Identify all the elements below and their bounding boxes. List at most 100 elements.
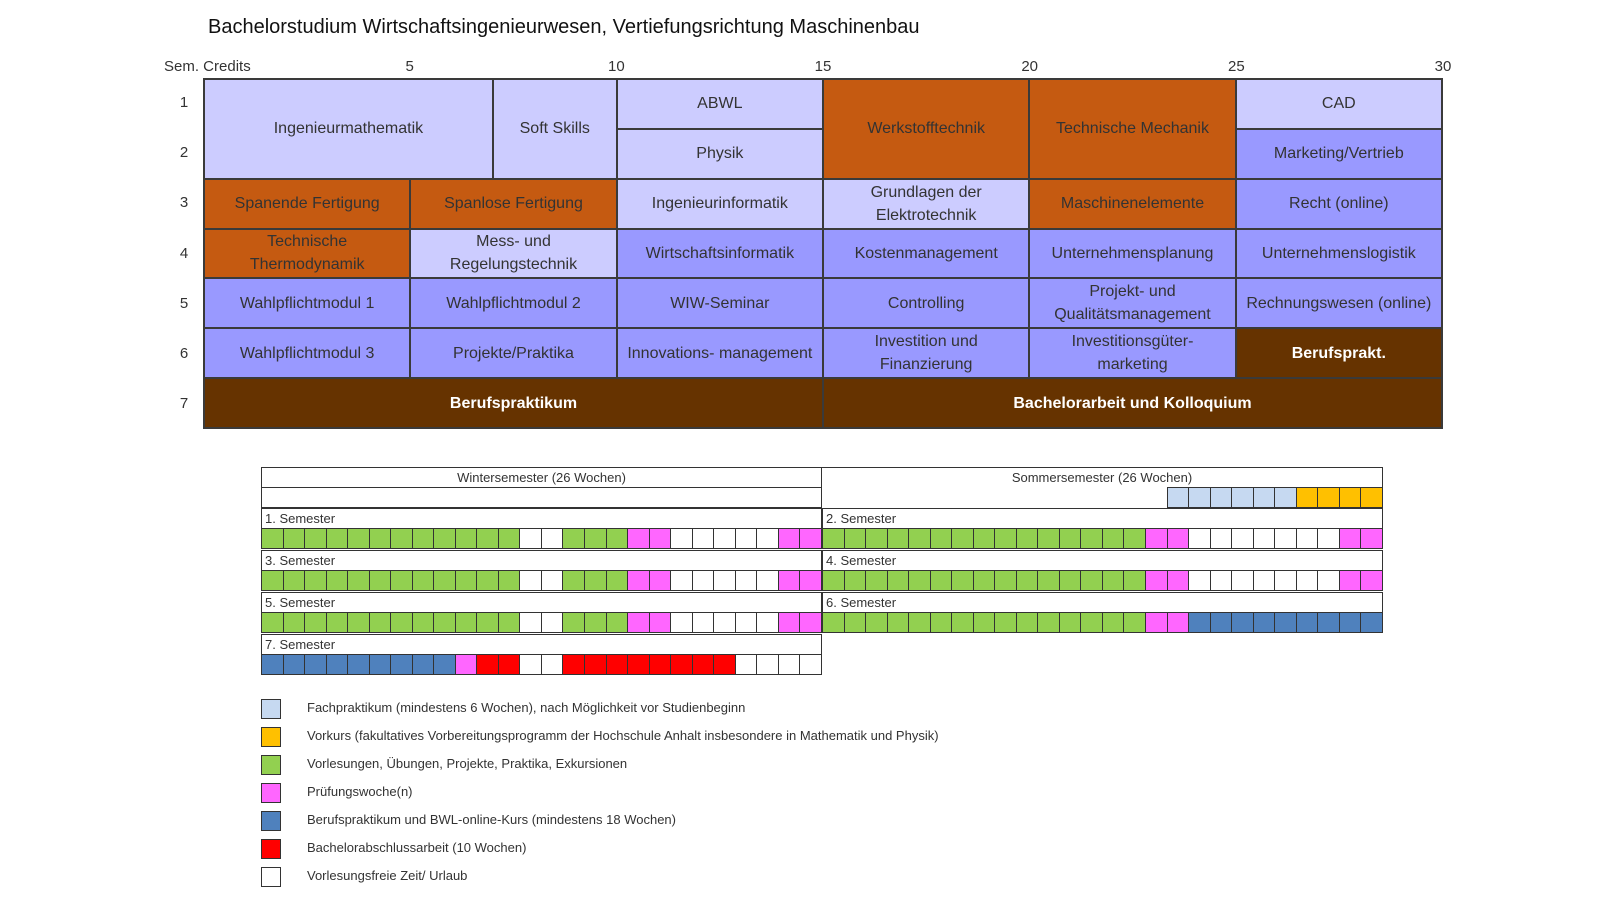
week-cell — [304, 654, 327, 675]
semester-row-label: 1 — [179, 94, 189, 112]
week-cell — [1252, 528, 1276, 549]
week-cell — [865, 570, 888, 591]
week-cell — [908, 612, 931, 633]
week-cell — [476, 528, 499, 549]
legend-swatch — [261, 811, 281, 831]
week-cell — [1274, 487, 1297, 508]
semester-weeks — [261, 612, 822, 633]
legend-text: Vorlesungen, Übungen, Projekte, Praktika… — [307, 756, 628, 771]
week-cell — [1317, 612, 1340, 633]
week-cell — [734, 654, 758, 675]
module-cell: Investitionsgüter- marketing — [1029, 328, 1236, 379]
week-cell — [347, 528, 370, 549]
semester-weeks — [261, 654, 822, 675]
module-cell: Mess- und Regelungstechnik — [410, 228, 617, 279]
week-cell — [843, 570, 867, 591]
semester-row-label: 6 — [179, 344, 189, 362]
legend-swatch — [261, 755, 281, 775]
week-cell — [627, 570, 650, 591]
week-cell — [1231, 570, 1254, 591]
module-cell: Wirtschaftsinformatik — [616, 228, 823, 279]
legend-swatch — [261, 867, 281, 887]
week-cell — [951, 612, 974, 633]
legend-text: Fachpraktikum (mindestens 6 Wochen), nac… — [307, 700, 746, 715]
week-cell — [325, 528, 349, 549]
week-cell — [1080, 487, 1103, 508]
week-cell — [540, 528, 564, 549]
week-cell — [972, 612, 996, 633]
week-cell — [433, 570, 456, 591]
week-cell — [1360, 487, 1383, 508]
week-cell — [325, 570, 349, 591]
week-cell — [1123, 612, 1146, 633]
semester-label: 3. Semester — [261, 550, 822, 571]
legend-item: Vorlesungsfreie Zeit/ Urlaub — [261, 866, 467, 888]
week-cell — [1166, 570, 1190, 591]
week-cell — [562, 570, 585, 591]
week-cell — [756, 654, 779, 675]
week-cell — [691, 570, 715, 591]
week-cell — [670, 528, 693, 549]
week-cell — [1209, 612, 1233, 633]
legend-item: Fachpraktikum (mindestens 6 Wochen), nac… — [261, 698, 745, 720]
credit-tick: 10 — [607, 58, 625, 75]
week-cell — [411, 612, 435, 633]
module-cell: Marketing/Vertrieb — [1235, 128, 1442, 179]
week-cell — [1188, 487, 1211, 508]
semester-label: 7. Semester — [261, 634, 822, 655]
week-cell — [1338, 487, 1362, 508]
module-cell: Investition und Finanzierung — [823, 328, 1030, 379]
week-cell — [1360, 528, 1383, 549]
week-cell — [390, 654, 413, 675]
legend-swatch — [261, 839, 281, 859]
week-cell — [1188, 570, 1211, 591]
week-cell — [713, 528, 736, 549]
module-cell: Soft Skills — [492, 79, 617, 179]
week-cell — [519, 570, 542, 591]
week-cell — [908, 487, 931, 508]
week-cell — [1166, 528, 1190, 549]
week-cell — [799, 570, 822, 591]
semester-row-label: 2 — [179, 144, 189, 162]
week-cell — [583, 528, 607, 549]
week-cell — [454, 570, 478, 591]
week-cell — [1295, 528, 1319, 549]
week-cell — [1231, 528, 1254, 549]
legend-item: Vorkurs (fakultatives Vorbereitungsprogr… — [261, 726, 939, 748]
week-cell — [1338, 528, 1362, 549]
credit-tick: 30 — [1434, 58, 1452, 75]
week-cell — [282, 570, 306, 591]
week-cell — [670, 612, 693, 633]
week-cell — [1080, 570, 1103, 591]
week-cell — [476, 570, 499, 591]
week-cell — [1123, 570, 1146, 591]
week-cell — [390, 570, 413, 591]
legend-item: Bachelorabschlussarbeit (10 Wochen) — [261, 838, 526, 860]
week-cell — [1252, 612, 1276, 633]
semester-label: 5. Semester — [261, 592, 822, 613]
week-cell — [562, 612, 585, 633]
week-cell — [713, 612, 736, 633]
module-cell: Unternehmensplanung — [1029, 228, 1236, 279]
week-cell — [1101, 487, 1125, 508]
week-cell — [865, 487, 888, 508]
semester-label: 2. Semester — [822, 508, 1383, 529]
week-cell — [1101, 570, 1125, 591]
module-cell: Rechnungswesen (online) — [1235, 278, 1442, 329]
week-cell — [1058, 570, 1082, 591]
week-cell — [390, 528, 413, 549]
week-cell — [1123, 487, 1146, 508]
week-cell — [1166, 487, 1190, 508]
week-cell — [1144, 528, 1168, 549]
week-cell — [605, 612, 629, 633]
semester-label: 4. Semester — [822, 550, 1383, 571]
week-cell — [777, 528, 801, 549]
week-cell — [1188, 528, 1211, 549]
week-cell — [1080, 612, 1103, 633]
week-cell — [1252, 570, 1276, 591]
week-cell — [1274, 612, 1297, 633]
legend-swatch — [261, 783, 281, 803]
week-cell — [972, 528, 996, 549]
week-cell — [519, 654, 542, 675]
week-cell — [368, 612, 392, 633]
